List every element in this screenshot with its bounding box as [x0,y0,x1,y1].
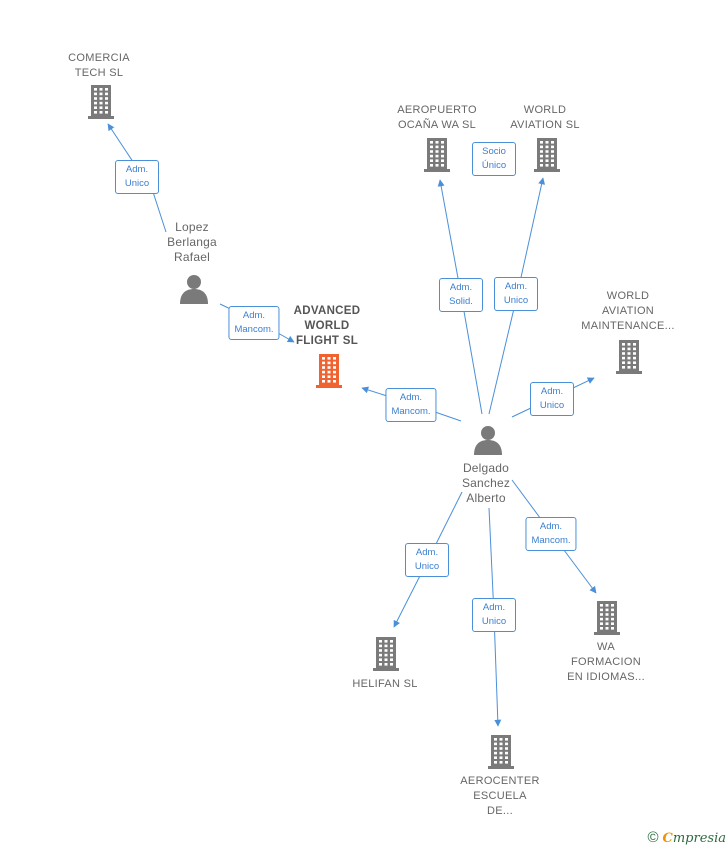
edge-label-socio-unico: Socio Único [472,142,516,176]
edge-label-delgado-world-maint: Adm. Unico [530,382,574,416]
node-label-comercia[interactable]: COMERCIA TECH SL [68,52,130,79]
building-icon-focus[interactable] [314,354,344,388]
edge-label-lopez-advanced: Adm. Mancom. [228,306,280,340]
node-label-advanced[interactable]: ADVANCED WORLD FLIGHT SL [293,305,361,347]
building-icon[interactable] [532,138,562,172]
node-label-helifan[interactable]: HELIFAN SL [352,678,418,690]
brand-initial: C [662,831,673,846]
node-label-aeropuerto[interactable]: AEROPUERTO OCAÑA WA SL [397,104,477,131]
person-icon[interactable] [179,274,209,304]
edge-label-delgado-wa-formacion: Adm. Mancom. [525,517,577,551]
brand-name: mpresia [672,831,726,846]
building-icon[interactable] [371,637,401,671]
building-icon[interactable] [486,735,516,769]
person-icon[interactable] [473,425,503,455]
node-label-lopez[interactable]: Lopez Berlanga Rafael [167,220,217,264]
footer-brand[interactable]: ©Cmpresia [647,829,726,846]
edge-label-delgado-world-aviation: Adm. Unico [494,277,538,311]
edge-label-delgado-aeropuerto: Adm. Solid. [439,278,483,312]
node-label-world-aviation[interactable]: WORLD AVIATION SL [510,104,580,131]
building-icon[interactable] [614,340,644,374]
node-label-world-maint[interactable]: WORLD AVIATION MAINTENANCE... [581,290,675,332]
building-icon[interactable] [592,601,622,635]
edge-label-delgado-helifan: Adm. Unico [405,543,449,577]
edge-label-lopez-comercia: Adm. Unico [115,160,159,194]
building-icon[interactable] [86,85,116,119]
node-label-aerocenter[interactable]: AEROCENTER ESCUELA DE... [460,775,540,817]
copyright-icon: © [647,829,659,846]
node-label-delgado[interactable]: Delgado Sanchez Alberto [461,461,511,505]
building-icon[interactable] [422,138,452,172]
node-label-wa-formacion[interactable]: WA FORMACION EN IDIOMAS... [567,641,645,683]
edge-label-delgado-aerocenter: Adm. Unico [472,598,516,632]
edge-label-delgado-advanced: Adm. Mancom. [385,388,437,422]
